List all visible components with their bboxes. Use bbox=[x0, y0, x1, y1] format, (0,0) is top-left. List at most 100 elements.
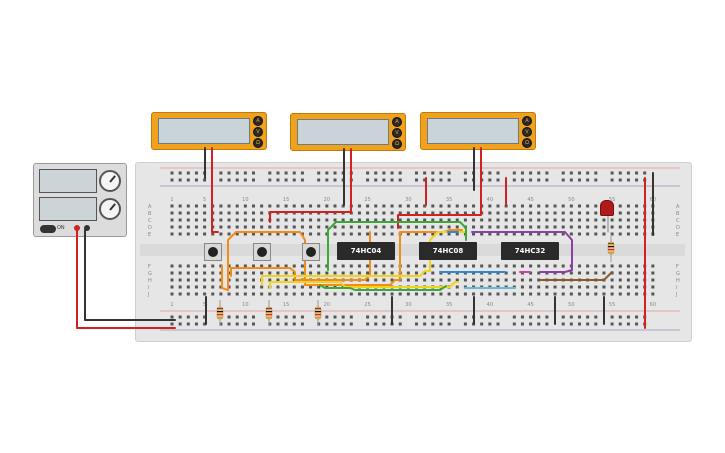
hole bbox=[626, 232, 630, 236]
hole bbox=[439, 264, 443, 268]
hole bbox=[398, 211, 402, 215]
row-label: G bbox=[148, 271, 152, 277]
psu-power-button[interactable] bbox=[40, 225, 56, 233]
hole bbox=[569, 232, 573, 236]
hole bbox=[317, 264, 321, 268]
hole bbox=[374, 204, 378, 208]
multimeter-3[interactable]: A V Ω bbox=[420, 112, 536, 150]
hole bbox=[325, 225, 329, 229]
hole bbox=[406, 271, 410, 275]
multimeter-knob-v[interactable]: V bbox=[522, 127, 532, 137]
hole bbox=[594, 204, 598, 208]
resistor-3-band bbox=[315, 314, 321, 316]
psu-voltage-dial[interactable] bbox=[99, 170, 121, 192]
multimeter-knob-ohm[interactable]: Ω bbox=[253, 138, 263, 148]
hole bbox=[300, 285, 304, 289]
multimeter-knob-a[interactable]: A bbox=[522, 116, 532, 126]
hole bbox=[366, 204, 370, 208]
resistor-3-band bbox=[315, 311, 321, 313]
hole bbox=[186, 264, 190, 268]
hole bbox=[480, 292, 484, 296]
rail-hole bbox=[325, 171, 329, 175]
hole bbox=[309, 218, 313, 222]
hole bbox=[651, 285, 655, 289]
row-label: I bbox=[676, 285, 677, 291]
rail-hole bbox=[366, 315, 370, 319]
hole bbox=[219, 278, 223, 282]
hole bbox=[561, 232, 565, 236]
hole bbox=[472, 232, 476, 236]
hole bbox=[219, 225, 223, 229]
hole bbox=[284, 278, 288, 282]
resistor-2-band bbox=[266, 317, 272, 319]
multimeter-knob-ohm[interactable]: Ω bbox=[392, 139, 402, 149]
resistor-2-band bbox=[266, 314, 272, 316]
rail-hole bbox=[578, 322, 581, 326]
hole bbox=[284, 271, 288, 275]
rail-hole bbox=[488, 315, 492, 319]
push-button-1[interactable] bbox=[204, 243, 222, 261]
chip-74hc08[interactable]: 74HC08 bbox=[419, 242, 477, 260]
psu-positive-terminal[interactable] bbox=[74, 225, 80, 231]
hole bbox=[211, 285, 215, 289]
hole bbox=[268, 204, 272, 208]
rail-hole bbox=[586, 178, 590, 182]
hole bbox=[219, 285, 223, 289]
hole bbox=[235, 292, 239, 296]
hole bbox=[211, 232, 215, 236]
hole bbox=[284, 204, 288, 208]
multimeter-knob-a[interactable]: A bbox=[392, 117, 402, 127]
multimeter-knob-v[interactable]: V bbox=[253, 127, 263, 137]
hole bbox=[610, 232, 614, 236]
hole bbox=[537, 204, 541, 208]
rail-hole bbox=[447, 315, 451, 319]
hole bbox=[398, 218, 402, 222]
chip-74hc04[interactable]: 74HC04 bbox=[337, 242, 395, 260]
power-supply[interactable]: ON bbox=[33, 163, 127, 237]
hole bbox=[594, 211, 598, 215]
rail-hole bbox=[431, 178, 435, 182]
rail-hole bbox=[317, 322, 321, 326]
led-red[interactable] bbox=[600, 200, 614, 216]
hole bbox=[227, 211, 231, 215]
hole bbox=[194, 278, 198, 282]
multimeter-knob-a[interactable]: A bbox=[253, 116, 263, 126]
hole bbox=[537, 278, 541, 282]
rail-hole bbox=[203, 322, 207, 326]
multimeter-knob-v[interactable]: V bbox=[392, 128, 402, 138]
hole bbox=[211, 292, 215, 296]
row-label: I bbox=[148, 285, 149, 291]
psu-current-display bbox=[39, 197, 97, 221]
multimeter-2[interactable]: A V Ω bbox=[290, 113, 406, 151]
hole bbox=[235, 225, 239, 229]
hole bbox=[243, 204, 247, 208]
hole bbox=[578, 211, 581, 215]
psu-current-dial[interactable] bbox=[99, 198, 121, 220]
rail-hole bbox=[333, 315, 337, 319]
hole bbox=[537, 218, 541, 222]
rail-hole bbox=[252, 315, 255, 319]
rail-hole bbox=[439, 322, 443, 326]
psu-negative-terminal[interactable] bbox=[84, 225, 90, 231]
rail-hole bbox=[252, 171, 255, 175]
push-button-2[interactable] bbox=[253, 243, 271, 261]
hole bbox=[447, 278, 451, 282]
hole bbox=[431, 264, 435, 268]
hole bbox=[545, 264, 549, 268]
rail-hole bbox=[463, 315, 467, 319]
hole bbox=[520, 204, 524, 208]
multimeter-knob-ohm[interactable]: Ω bbox=[522, 138, 532, 148]
hole bbox=[317, 225, 321, 229]
hole bbox=[366, 211, 370, 215]
hole bbox=[529, 211, 533, 215]
push-button-3[interactable] bbox=[302, 243, 320, 261]
hole bbox=[374, 225, 378, 229]
hole bbox=[292, 292, 296, 296]
hole bbox=[284, 292, 288, 296]
multimeter-1[interactable]: A V Ω bbox=[151, 112, 267, 150]
hole bbox=[170, 271, 174, 275]
hole bbox=[398, 204, 402, 208]
rail-hole bbox=[203, 315, 207, 319]
chip-74hc32[interactable]: 74HC32 bbox=[501, 242, 559, 260]
wires bbox=[76, 147, 654, 329]
